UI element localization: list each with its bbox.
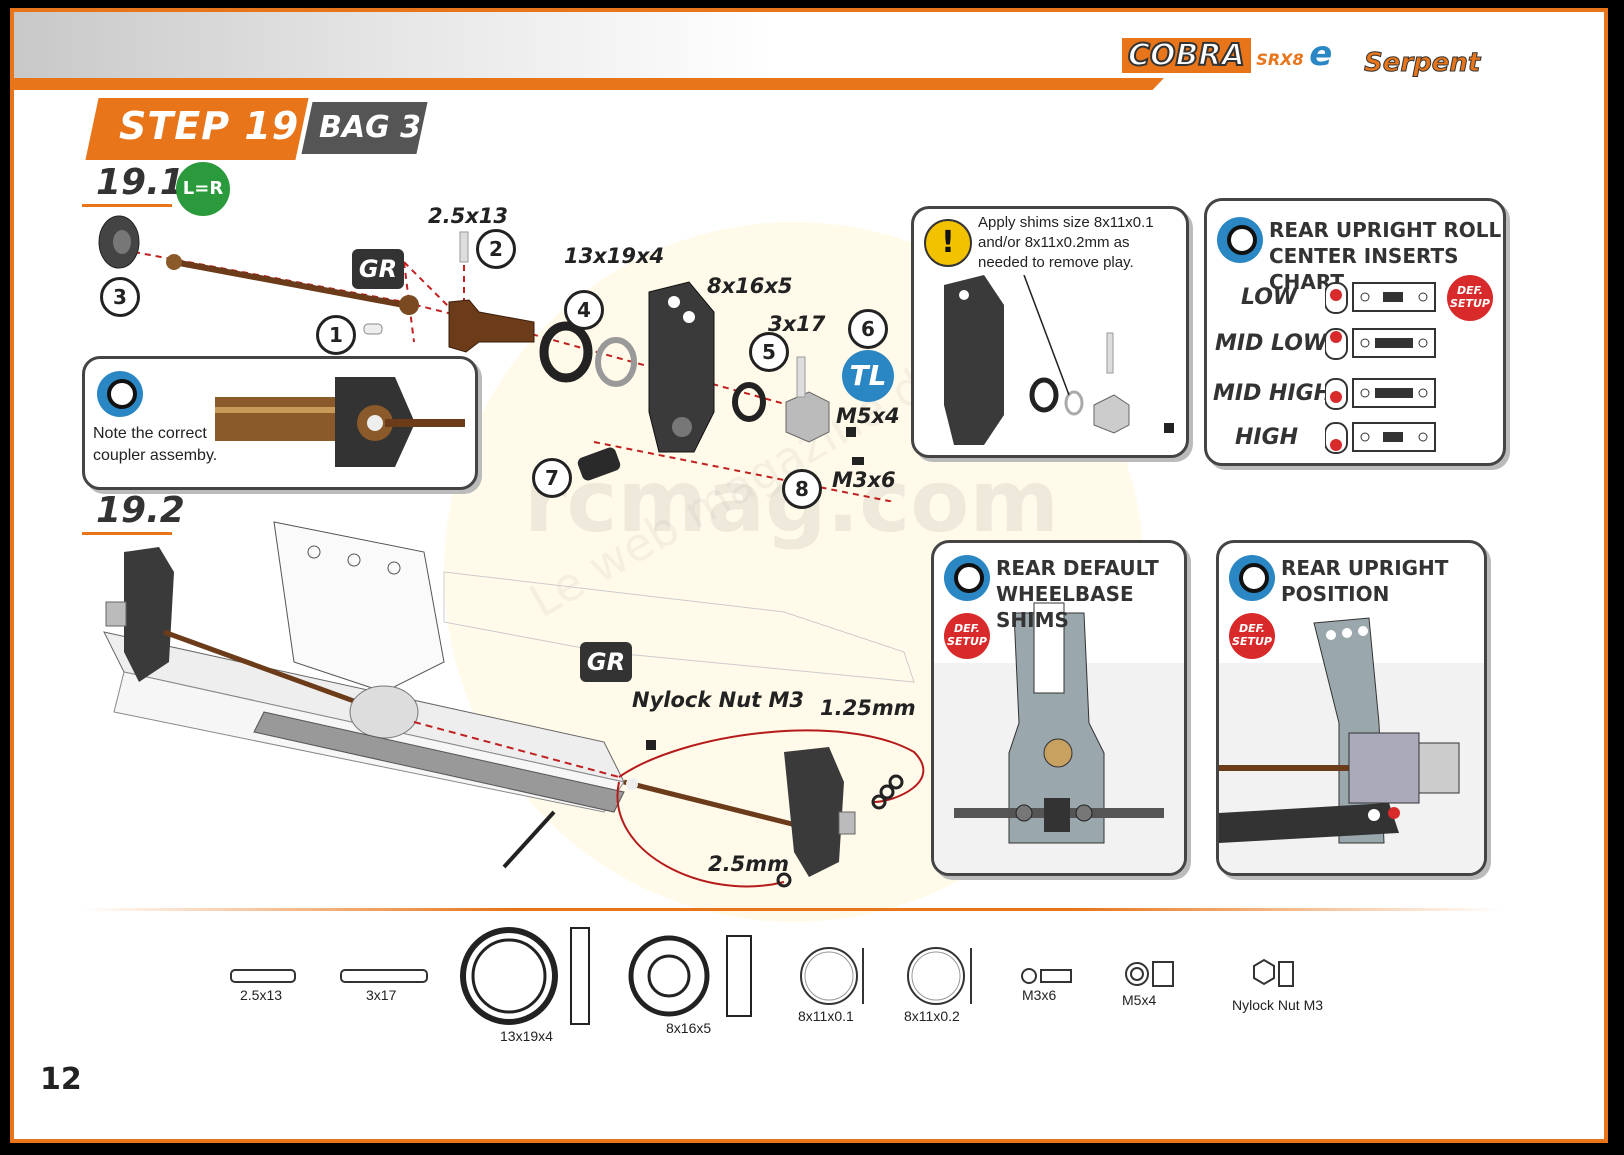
chart-row-low-label: LOW — [1241, 285, 1298, 310]
part-label-13x19x4: 13x19x4 — [500, 1028, 553, 1044]
wheelbase-shims-panel: REAR DEFAULT WHEELBASE SHIMS DEF. SETUP — [931, 540, 1187, 876]
page-frame: COBRA SRX8 e Serpent STEP 19 BAG 3 rcmag… — [10, 8, 1608, 1143]
part-number-1: 1 — [316, 315, 356, 355]
left-equals-right-badge: L=R — [176, 162, 230, 216]
exploded-driveshaft-diagram — [98, 215, 895, 502]
position-title-line-2: POSITION — [1281, 582, 1390, 606]
part-number-3: 3 — [100, 277, 140, 317]
wheelbase-title-line-1: REAR DEFAULT — [996, 556, 1159, 580]
coupler-detail-image — [215, 377, 465, 467]
part-number-5: 5 — [749, 332, 789, 372]
section-title-19-1: 19.1 — [96, 162, 185, 203]
shim-note-line-3: needed to remove play. — [978, 254, 1134, 271]
magnifier-icon — [944, 555, 990, 601]
upright-position-image — [1219, 617, 1484, 873]
brand-e: e — [1309, 34, 1333, 74]
step-label: STEP 19 — [119, 104, 300, 148]
part-label-8x11x0-1: 8x11x0.1 — [798, 1008, 854, 1024]
callout-2-5x13: 2.5x13 — [428, 204, 508, 228]
chart-row-mid-low-label: MID LOW — [1215, 331, 1328, 356]
chart-title-line-1: REAR UPRIGHT ROLL — [1269, 218, 1502, 242]
callout-8x16x5: 8x16x5 — [707, 274, 793, 298]
default-setup-badge: DEF. SETUP — [1447, 275, 1493, 321]
roll-center-chart-panel: REAR UPRIGHT ROLL CENTER INSERTS CHART D… — [1204, 198, 1506, 466]
grease-badge: GR — [580, 642, 632, 682]
bag-label: BAG 3 — [319, 110, 422, 145]
part-label-8x11x0-2: 8x11x0.2 — [904, 1008, 960, 1024]
part-number-7: 7 — [532, 458, 572, 498]
warning-icon: ! — [924, 219, 972, 267]
header-band — [14, 12, 774, 78]
part-label-m5x4: M5x4 — [1122, 992, 1157, 1008]
coupler-note-line-2: coupler assemby. — [93, 447, 218, 464]
cobra-logo: COBRA SRX8 e — [1122, 34, 1332, 74]
roll-center-insert-diagrams — [1325, 282, 1436, 454]
part-label-m3x6: M3x6 — [1022, 987, 1057, 1003]
magnifier-icon — [1229, 555, 1275, 601]
brand-main: COBRA — [1122, 37, 1251, 74]
section-title-19-2: 19.2 — [96, 490, 185, 531]
upright-position-panel: REAR UPRIGHT POSITION DEF. SETUP — [1216, 540, 1487, 876]
shim-note-panel: ! Apply shims size 8x11x0.1 and/or 8x11x… — [911, 206, 1189, 458]
shim-note-line-2: and/or 8x11x0.2mm as — [978, 234, 1130, 251]
part-number-2: 2 — [476, 229, 516, 269]
callout-2-5mm: 2.5mm — [708, 852, 789, 876]
callout-3x17: 3x17 — [768, 312, 826, 336]
chart-row-high-label: HIGH — [1235, 425, 1299, 450]
callout-1-25mm: 1.25mm — [820, 696, 916, 720]
part-label-2-5x13: 2.5x13 — [240, 987, 283, 1003]
chart-row-mid-high-label: MID HIGH — [1213, 381, 1333, 406]
chassis-assembly-diagram — [103, 521, 925, 888]
grease-badge: GR — [352, 249, 404, 289]
part-label-3x17: 3x17 — [366, 987, 397, 1003]
position-title-line-1: REAR UPRIGHT — [1281, 556, 1449, 580]
coupler-note-panel: Note the correct coupler assemby. — [82, 356, 478, 490]
default-setup-badge: DEF. SETUP — [1229, 613, 1275, 659]
magnifier-icon — [97, 371, 143, 417]
callout-nylock-nut-m3: Nylock Nut M3 — [632, 688, 804, 712]
part-number-8: 8 — [782, 469, 822, 509]
parts-icons — [230, 927, 1294, 1025]
section-underline — [82, 204, 172, 207]
brand-sub: SRX8 — [1256, 50, 1304, 69]
header-rule — [14, 78, 1164, 90]
wheelbase-detail-image — [934, 602, 1184, 873]
threadlock-badge: TL — [842, 350, 894, 402]
magnifier-icon — [1217, 217, 1263, 263]
parts-divider — [82, 908, 1502, 911]
part-number-6: 6 — [848, 309, 888, 349]
section-underline — [82, 532, 172, 535]
page-number: 12 — [40, 1062, 82, 1097]
default-setup-badge: DEF. SETUP — [944, 613, 990, 659]
wheelbase-title-line-2: WHEELBASE SHIMS — [996, 582, 1134, 632]
callout-m5x4: M5x4 — [836, 404, 900, 428]
callout-13x19x4: 13x19x4 — [564, 244, 665, 268]
coupler-note-line-1: Note the correct — [93, 425, 207, 442]
part-number-4: 4 — [564, 290, 604, 330]
callout-m3x6: M3x6 — [832, 468, 896, 492]
serpent-logo: Serpent — [1363, 48, 1481, 79]
shim-note-line-1: Apply shims size 8x11x0.1 — [978, 214, 1154, 231]
part-label-nylock-nut-m3: Nylock Nut M3 — [1232, 997, 1324, 1013]
part-label-8x16x5: 8x16x5 — [666, 1020, 712, 1036]
shim-detail-image — [944, 275, 1174, 445]
